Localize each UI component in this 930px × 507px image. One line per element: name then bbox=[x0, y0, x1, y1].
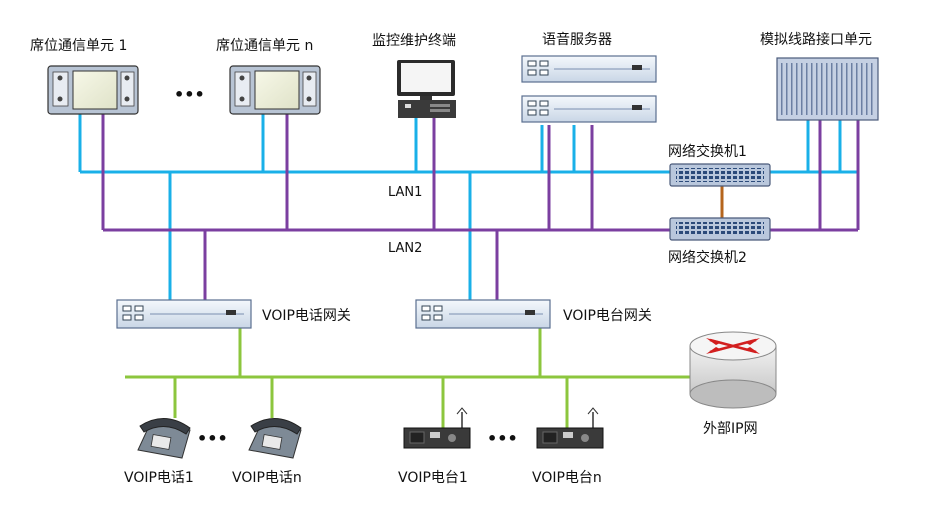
label-switch-2: 网络交换机2 bbox=[668, 249, 747, 266]
label-voip-phone-gateway: VOIP电话网关 bbox=[262, 308, 351, 324]
voip-phone-n-icon[interactable] bbox=[248, 418, 302, 459]
label-lan2: LAN2 bbox=[388, 241, 422, 256]
voice-server-1[interactable] bbox=[521, 55, 657, 83]
voip-radio-1-icon[interactable] bbox=[403, 407, 471, 449]
network-switch-1[interactable] bbox=[669, 163, 771, 187]
label-seat-unit-1: 席位通信单元 1 bbox=[30, 38, 127, 54]
voice-server-2[interactable] bbox=[521, 95, 657, 123]
lan1-network bbox=[78, 113, 858, 300]
voip-network bbox=[125, 328, 700, 428]
label-seat-unit-n: 席位通信单元 n bbox=[216, 38, 313, 54]
network-switch-2[interactable] bbox=[669, 217, 771, 241]
label-voip-radio-n: VOIP电台n bbox=[532, 470, 602, 486]
ellipsis-radios: ••• bbox=[487, 429, 518, 448]
ellipsis-phones: ••• bbox=[197, 429, 228, 448]
label-voip-phone-n: VOIP电话n bbox=[232, 470, 302, 486]
voip-radio-n-icon[interactable] bbox=[536, 407, 604, 449]
label-monitor-terminal: 监控维护终端 bbox=[372, 33, 456, 49]
label-voice-server: 语音服务器 bbox=[542, 31, 612, 48]
voip-phone-1-icon[interactable] bbox=[137, 418, 191, 459]
analog-line-interface-unit[interactable] bbox=[776, 57, 879, 121]
label-switch-1: 网络交换机1 bbox=[668, 143, 747, 160]
seat-unit-n[interactable] bbox=[229, 65, 321, 115]
lan2-network bbox=[101, 113, 860, 300]
label-voip-radio-1: VOIP电台1 bbox=[398, 470, 468, 486]
ellipsis-seats: ••• bbox=[174, 85, 205, 104]
label-external-ip: 外部IP网 bbox=[703, 421, 758, 437]
label-analog-unit: 模拟线路接口单元 bbox=[760, 31, 872, 48]
voip-radio-gateway[interactable] bbox=[415, 299, 551, 329]
external-ip-router-icon[interactable] bbox=[689, 331, 777, 409]
label-voip-phone-1: VOIP电话1 bbox=[124, 470, 194, 486]
voip-phone-gateway[interactable] bbox=[116, 299, 252, 329]
label-voip-radio-gateway: VOIP电台网关 bbox=[563, 308, 652, 324]
monitor-terminal[interactable] bbox=[397, 60, 456, 118]
label-lan1: LAN1 bbox=[388, 185, 422, 200]
seat-unit-1[interactable] bbox=[47, 65, 139, 115]
